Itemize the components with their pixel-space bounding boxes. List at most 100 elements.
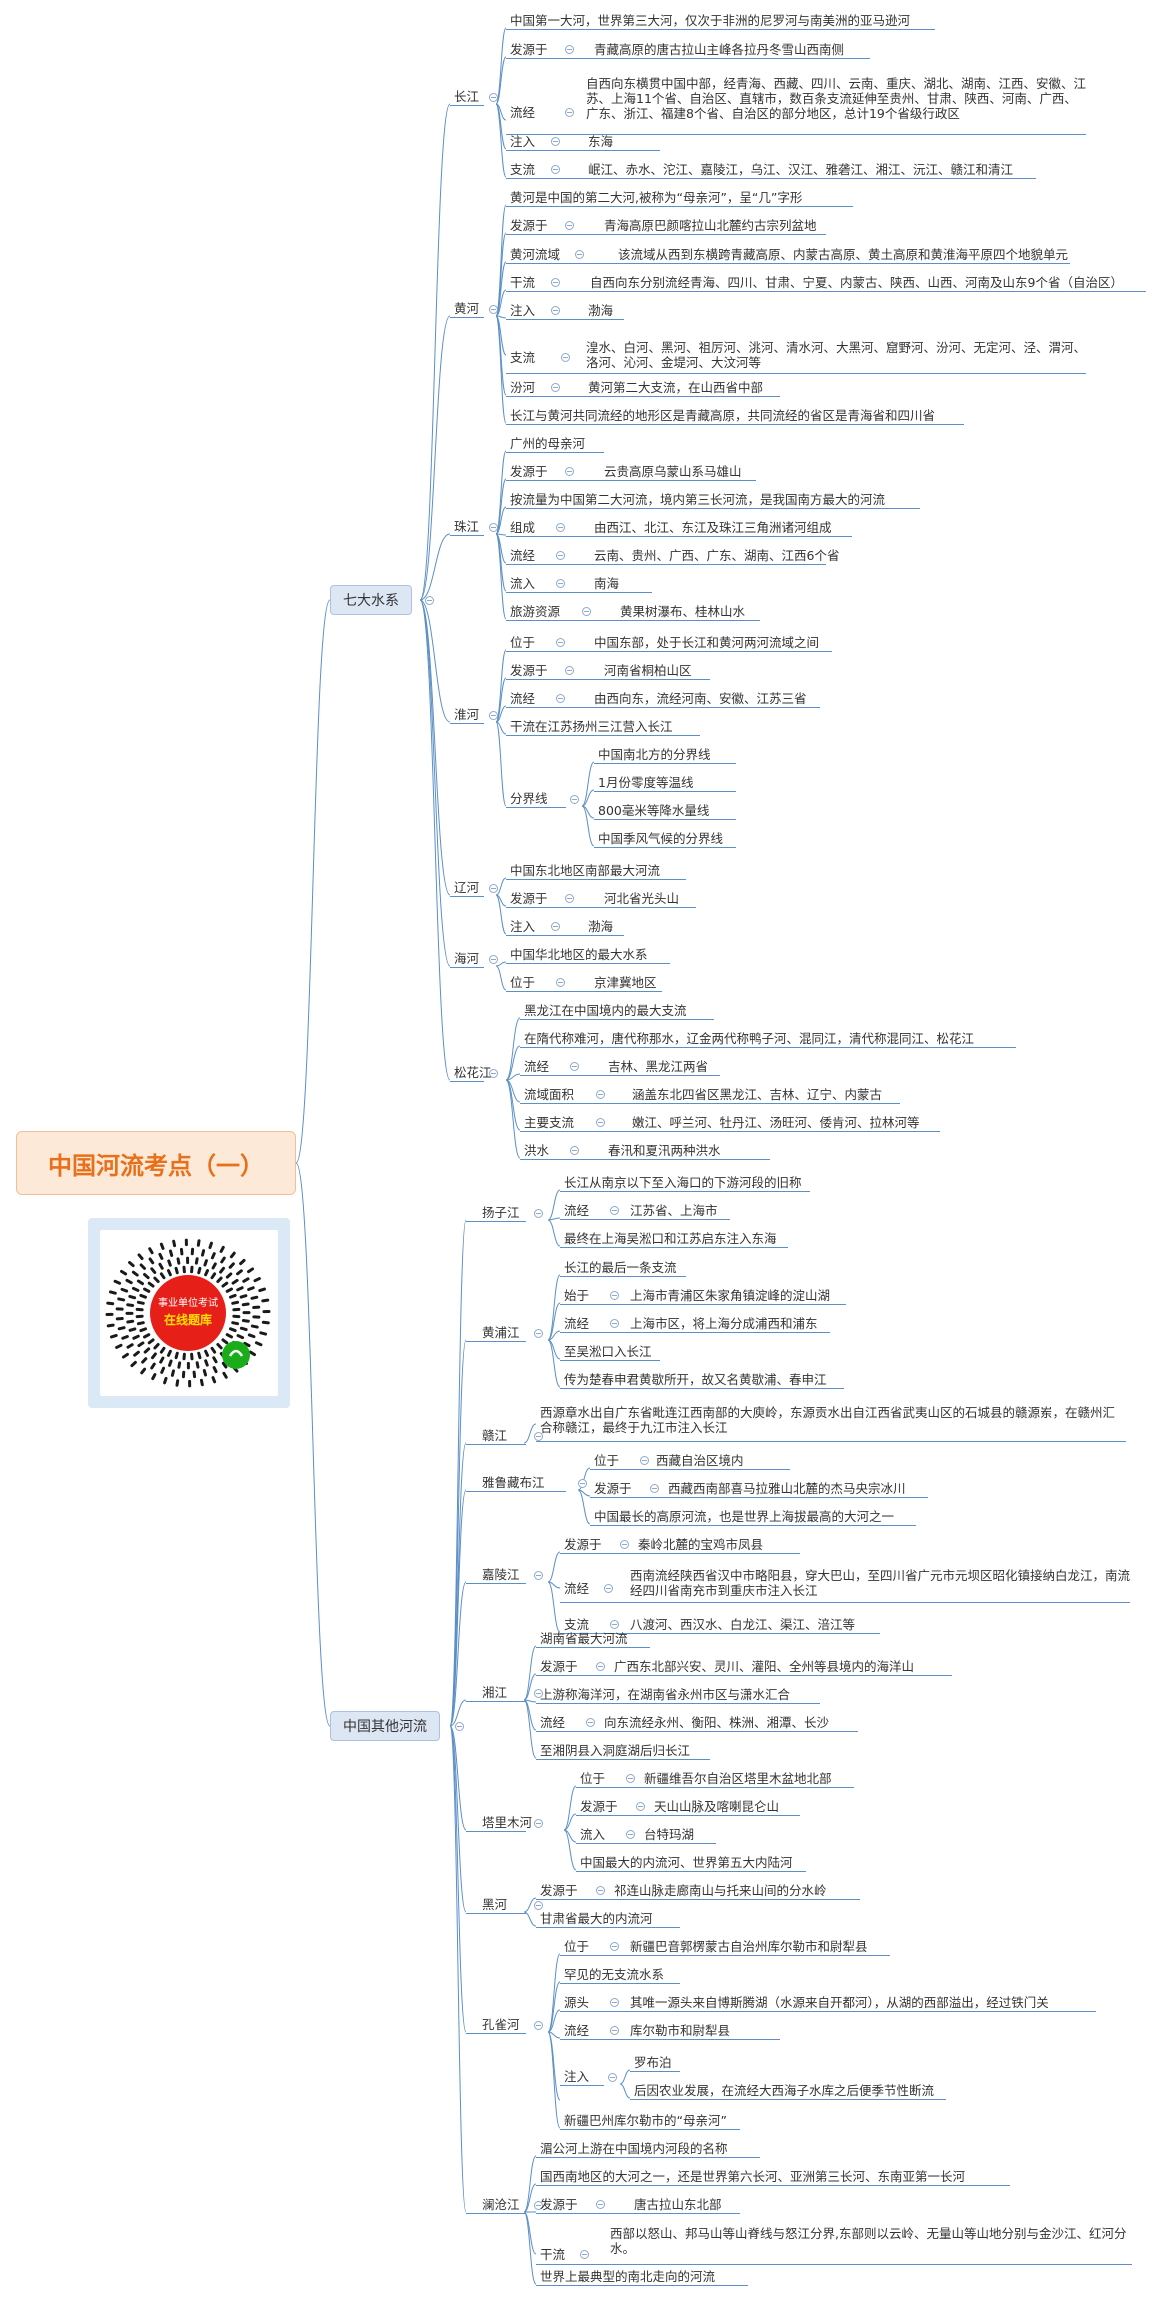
node-text[interactable]: 黄河是中国的第二大河,被称为“母亲河”，呈“几”字形 <box>510 190 803 205</box>
node-value[interactable]: 涵盖东北四省区黑龙江、吉林、辽宁、内蒙古 <box>632 1087 883 1102</box>
collapse-toggle-icon[interactable] <box>489 1069 498 1078</box>
node-label[interactable]: 黄河流域 <box>510 247 561 262</box>
node-value[interactable]: 广西东北部兴安、灵川、灌阳、全州等县境内的海洋山 <box>614 1659 915 1674</box>
river-1[interactable]: 黄河 <box>454 301 480 316</box>
node-text[interactable]: 新疆巴州库尔勒市的“母亲河” <box>564 2113 727 2128</box>
collapse-toggle-icon[interactable] <box>610 1319 619 1328</box>
node-value[interactable]: 春汛和夏汛两种洪水 <box>608 1143 721 1158</box>
node-label[interactable]: 发源于 <box>540 1883 578 1898</box>
node-value[interactable]: 东海 <box>588 134 614 149</box>
collapse-toggle-icon[interactable] <box>534 1689 543 1698</box>
collapse-toggle-icon[interactable] <box>489 305 498 314</box>
collapse-toggle-icon[interactable] <box>565 467 574 476</box>
node-value[interactable]: 西藏自治区境内 <box>656 1453 744 1468</box>
node-label[interactable]: 始于 <box>564 1288 590 1303</box>
node-value[interactable]: 八渡河、西汉水、白龙江、渠江、涪江等 <box>630 1617 856 1632</box>
collapse-toggle-icon[interactable] <box>565 221 574 230</box>
node-label[interactable]: 支流 <box>564 1617 590 1632</box>
node-value[interactable]: 黄果树瀑布、桂林山水 <box>620 604 746 619</box>
collapse-toggle-icon[interactable] <box>626 1830 635 1839</box>
collapse-toggle-icon[interactable] <box>556 694 565 703</box>
river-5[interactable]: 海河 <box>454 951 480 966</box>
node-label[interactable]: 位于 <box>580 1771 606 1786</box>
collapse-toggle-icon[interactable] <box>610 1942 619 1951</box>
node-value[interactable]: 库尔勒市和尉犁县 <box>630 2023 731 2038</box>
collapse-toggle-icon[interactable] <box>596 1118 605 1127</box>
node-value[interactable]: 渤海 <box>588 919 614 934</box>
node-value[interactable]: 新疆巴音郭楞蒙古自治州库尔勒市和尉犁县 <box>630 1939 868 1954</box>
node-text[interactable]: 最终在上海吴淞口和江苏启东注入东海 <box>564 1231 777 1246</box>
node-label[interactable]: 注入 <box>510 303 536 318</box>
node-label[interactable]: 干流 <box>510 275 536 290</box>
node-text[interactable]: 中国最长的高原河流，也是世界上海拔最高的大河之一 <box>594 1509 895 1524</box>
node-value[interactable]: 吉林、黑龙江两省 <box>608 1059 709 1074</box>
node-text[interactable]: 在隋代称难河，唐代称那水，辽金两代称鸭子河、混同江，清代称混同江、松花江 <box>524 1031 975 1046</box>
node-value[interactable]: 天山山脉及喀喇昆仑山 <box>654 1799 780 1814</box>
node-value[interactable]: 黄河第二大支流，在山西省中部 <box>588 380 764 395</box>
node-value[interactable]: 岷江、赤水、沱江、嘉陵江，乌江、汉江、雅砻江、湘江、沅江、赣江和清江 <box>588 162 1014 177</box>
collapse-toggle-icon[interactable] <box>575 250 584 259</box>
collapse-toggle-icon[interactable] <box>556 579 565 588</box>
collapse-toggle-icon[interactable] <box>596 1090 605 1099</box>
boundary-3[interactable]: 中国季风气候的分界线 <box>598 831 724 846</box>
node-value[interactable]: 该流域从西到东横跨青藏高原、内蒙古高原、黄土高原和黄淮海平原四个地貌单元 <box>618 247 1069 262</box>
node-label[interactable]: 注入 <box>510 134 536 149</box>
node-value[interactable]: 自西向东分别流经青海、四川、甘肃、宁夏、内蒙古、陕西、山西、河南及山东9个省（自… <box>590 275 1123 290</box>
collapse-toggle-icon[interactable] <box>534 1571 543 1580</box>
boundary-1[interactable]: 1月份零度等温线 <box>598 775 694 790</box>
collapse-toggle-icon[interactable] <box>551 165 560 174</box>
node-text[interactable]: 至湘阴县入洞庭湖后归长江 <box>540 1743 691 1758</box>
collapse-toggle-icon[interactable] <box>556 523 565 532</box>
node-label[interactable]: 流经 <box>540 1715 566 1730</box>
node-label[interactable]: 发源于 <box>510 891 548 906</box>
river-68[interactable]: 孔雀河 <box>482 2017 520 2032</box>
node-label[interactable]: 发源于 <box>540 1659 578 1674</box>
collapse-toggle-icon[interactable] <box>556 638 565 647</box>
collapse-toggle-icon[interactable] <box>565 894 574 903</box>
node-label[interactable]: 流域面积 <box>524 1087 575 1102</box>
collapse-toggle-icon[interactable] <box>551 922 560 931</box>
node-value[interactable]: 新疆维吾尔自治区塔里木盆地北部 <box>644 1771 832 1786</box>
boundary-0[interactable]: 中国南北方的分界线 <box>598 747 711 762</box>
node-text[interactable]: 传为楚春申君黄歇所开，故又名黄歇浦、春申江 <box>564 1372 827 1387</box>
river-2[interactable]: 珠江 <box>454 519 480 534</box>
collapse-toggle-icon[interactable] <box>610 1206 619 1215</box>
node-text[interactable]: 干流在江苏扬州三江营入长江 <box>510 719 673 734</box>
node-label[interactable]: 流经 <box>564 1581 590 1596</box>
river-65[interactable]: 湘江 <box>482 1685 508 1700</box>
node-value[interactable]: 湟水、白河、黑河、祖厉河、洮河、清水河、大黑河、窟野河、汾河、无定河、泾、渭河、… <box>586 340 1087 370</box>
collapse-toggle-icon[interactable] <box>626 1774 635 1783</box>
node-label[interactable]: 支流 <box>510 350 536 365</box>
node-text[interactable]: 中国东北地区南部最大河流 <box>510 863 661 878</box>
collapse-toggle-icon[interactable] <box>570 1146 579 1155</box>
node-label[interactable]: 流经 <box>564 1316 590 1331</box>
node-value[interactable]: 青海高原巴颜喀拉山北麓约古宗列盆地 <box>604 218 817 233</box>
node-label[interactable]: 组成 <box>510 520 536 535</box>
node-text[interactable]: 甘肃省最大的内流河 <box>540 1911 653 1926</box>
node-text[interactable]: 长江从南京以下至入海口的下游河段的旧称 <box>564 1175 802 1190</box>
collapse-toggle-icon[interactable] <box>570 795 579 804</box>
collapse-toggle-icon[interactable] <box>565 45 574 54</box>
node-label[interactable]: 发源于 <box>510 42 548 57</box>
collapse-toggle-icon[interactable] <box>565 108 574 117</box>
node-text[interactable]: 国西南地区的大河之一，还是世界第六长河、亚洲第三长河、东南亚第一长河 <box>540 2169 966 2184</box>
node-label[interactable]: 发源于 <box>510 218 548 233</box>
node-value[interactable]: 中国东部，处于长江和黄河两河流域之间 <box>594 635 820 650</box>
river-64[interactable]: 嘉陵江 <box>482 1567 520 1582</box>
collapse-toggle-icon[interactable] <box>489 93 498 102</box>
node-value[interactable]: 其唯一源头来自博斯腾湖（水源来自开都河），从湖的西部溢出，经过铁门关 <box>630 1995 1049 2010</box>
node-value[interactable]: 上海市区，将上海分成浦西和浦东 <box>630 1316 818 1331</box>
node-text[interactable]: 湖南省最大河流 <box>540 1631 628 1646</box>
node-value[interactable]: 西部以怒山、邦马山等山脊线与怒江分界,东部则以云岭、无量山等山地分别与金沙江、红… <box>610 2226 1127 2256</box>
collapse-toggle-icon[interactable] <box>596 1886 605 1895</box>
collapse-toggle-icon[interactable] <box>425 596 434 605</box>
river-63[interactable]: 雅鲁藏布江 <box>482 1475 545 1490</box>
category-other-rivers[interactable]: 中国其他河流 <box>330 1711 440 1741</box>
collapse-toggle-icon[interactable] <box>489 955 498 964</box>
node-label[interactable]: 洪水 <box>524 1143 550 1158</box>
node-label[interactable]: 流经 <box>564 2023 590 2038</box>
node-text[interactable]: 中国华北地区的最大水系 <box>510 947 648 962</box>
node-label[interactable]: 流经 <box>524 1059 550 1074</box>
node-value[interactable]: 云南、贵州、广西、广东、湖南、江西6个省 <box>594 548 840 563</box>
node-value[interactable]: 由西向东，流经河南、安徽、江苏三省 <box>594 691 807 706</box>
